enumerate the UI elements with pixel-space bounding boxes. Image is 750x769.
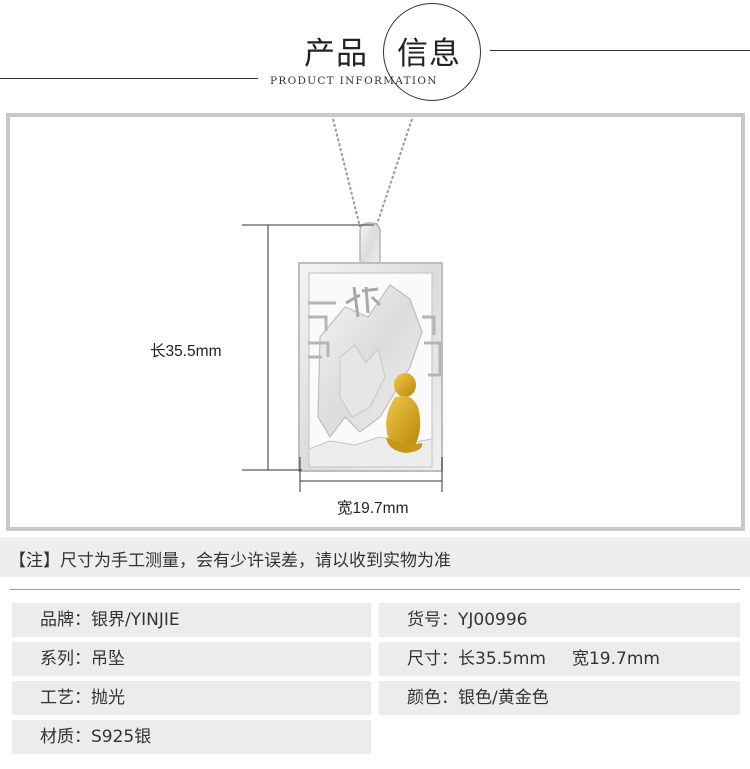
info-craft: 工艺：抛光 bbox=[12, 681, 371, 715]
separator-line bbox=[10, 589, 740, 590]
material-label: 材质： bbox=[40, 727, 91, 747]
info-size: 尺寸：长35.5mm 宽19.7mm bbox=[379, 642, 740, 676]
info-item-number: 货号：YJ00996 bbox=[379, 603, 740, 637]
section-title-part2: 信息 bbox=[397, 36, 461, 72]
title-circle bbox=[383, 3, 481, 101]
color-value: 银色/黄金色 bbox=[458, 688, 549, 708]
product-image-frame: 长35.5mm 宽19.7mm bbox=[6, 113, 745, 531]
pendant-image bbox=[242, 118, 443, 492]
item-number-label: 货号： bbox=[407, 610, 458, 630]
header-rule-left bbox=[0, 78, 258, 79]
craft-value: 抛光 bbox=[91, 688, 125, 708]
material-value: S925银 bbox=[91, 727, 152, 747]
series-value: 吊坠 bbox=[91, 649, 125, 669]
product-image-area: 长35.5mm 宽19.7mm bbox=[10, 117, 741, 527]
info-brand: 品牌：银界/YINJIE bbox=[12, 603, 371, 637]
width-dimension-label: 宽19.7mm bbox=[337, 500, 409, 517]
header-rule-right bbox=[490, 50, 750, 51]
section-title-part1: 产品 bbox=[304, 36, 368, 72]
size-width: 宽19.7mm bbox=[571, 649, 660, 669]
info-series: 系列：吊坠 bbox=[12, 642, 371, 676]
brand-label: 品牌： bbox=[40, 610, 91, 630]
note-text: 【注】尺寸为手工测量，会有少许误差，请以收到实物为准 bbox=[9, 551, 451, 571]
gold-figure bbox=[386, 373, 423, 453]
series-label: 系列： bbox=[40, 649, 91, 669]
info-material: 材质：S925银 bbox=[12, 720, 371, 754]
color-label: 颜色： bbox=[407, 688, 458, 708]
size-label: 尺寸： bbox=[407, 649, 458, 669]
length-dimension-label: 长35.5mm bbox=[150, 343, 222, 360]
craft-label: 工艺： bbox=[40, 688, 91, 708]
item-number-value: YJ00996 bbox=[458, 610, 528, 630]
measurement-note: 【注】尺寸为手工测量，会有少许误差，请以收到实物为准 bbox=[0, 537, 750, 577]
dimension-lines bbox=[242, 224, 443, 492]
section-subtitle: PRODUCT INFORMATION bbox=[270, 75, 438, 87]
brand-value: 银界/YINJIE bbox=[91, 610, 180, 630]
size-length: 长35.5mm bbox=[458, 649, 546, 669]
chain bbox=[332, 118, 413, 228]
info-color: 颜色：银色/黄金色 bbox=[379, 681, 740, 715]
section-header: 产品 信息 PRODUCT INFORMATION bbox=[0, 0, 750, 104]
